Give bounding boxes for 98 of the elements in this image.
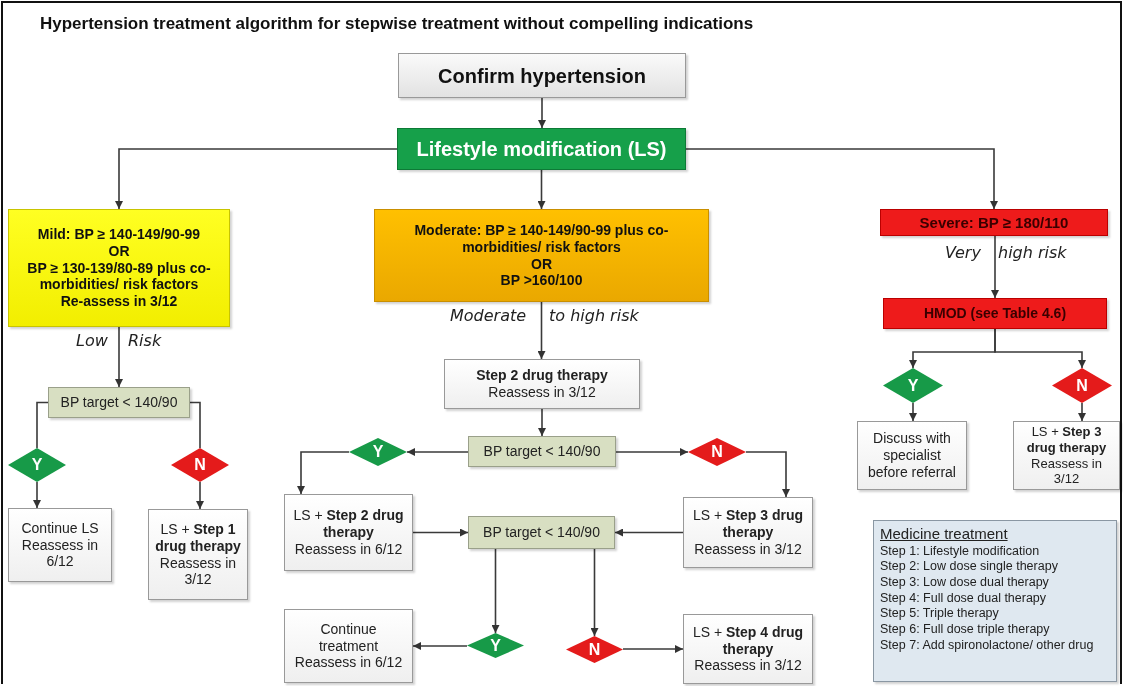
process-box	[284, 609, 413, 683]
category-box	[883, 298, 1107, 329]
box-text: LS + Step 1 drug therapy	[154, 520, 242, 555]
decision-box	[468, 516, 615, 549]
process-box	[148, 509, 248, 600]
box-text: Continue treatment	[317, 620, 380, 655]
arrow	[412, 528, 469, 537]
process-box	[857, 421, 967, 490]
arrow	[115, 148, 398, 210]
legend-item: Step 3: Low dose dual therapy	[880, 575, 1049, 591]
legend-item: Step 4: Full dose dual therapy	[880, 590, 1047, 607]
arrow	[909, 402, 917, 422]
arrow	[412, 642, 468, 650]
process-box	[398, 53, 686, 98]
box-text: BP target < 140/90	[60, 394, 178, 411]
category-box	[880, 209, 1108, 236]
arrow	[33, 481, 41, 509]
decision-label: N	[711, 442, 723, 462]
risk-label: to high risk	[549, 306, 639, 325]
arrow	[994, 328, 1086, 369]
legend-item: Step 6: Full dose triple therapy	[880, 621, 1050, 638]
connector-line	[189, 401, 201, 449]
risk-label: Moderate	[450, 306, 527, 325]
box-text: Reassess in 6/12	[294, 540, 403, 558]
box-text: Reassess in 3/12	[158, 554, 238, 589]
decision-box	[468, 436, 616, 467]
arrow	[622, 645, 684, 653]
box-text: Mild: BP ≥ 140-149/90-99	[37, 226, 201, 243]
arrow	[615, 448, 689, 456]
box-text: Severe: BP ≥ 180/110	[919, 213, 1069, 232]
process-box	[397, 128, 686, 170]
process-box	[284, 494, 413, 571]
arrow	[538, 408, 546, 437]
decision-label: N	[194, 455, 206, 475]
process-box	[683, 614, 813, 684]
box-text: LS + Step 4 drug therapy	[691, 623, 805, 658]
box-text: BP ≥ 130-139/80-89 plus co-morbidities/ risk factors	[26, 259, 212, 294]
box-text: Discuss with specialist before referral	[867, 430, 957, 481]
box-text: BP target < 140/90	[483, 443, 601, 460]
legend-item: Step 7: Add spironolactone/ other drug	[880, 637, 1094, 654]
risk-label: Very	[945, 243, 981, 262]
box-text: Reassess in 3/12	[1030, 455, 1103, 487]
risk-label: Risk	[128, 331, 162, 350]
process-box	[8, 508, 112, 582]
arrow	[537, 169, 546, 210]
box-text: Continue LS	[21, 519, 99, 537]
box-text: LS + Step 3 drug therapy	[691, 507, 805, 541]
arrow	[115, 326, 123, 388]
category-box	[374, 209, 709, 302]
legend-item: Step 1: Lifestyle modification	[880, 543, 1040, 560]
box-text: BP target < 140/90	[483, 524, 600, 541]
arrow	[590, 548, 599, 637]
arrow	[991, 235, 999, 299]
legend-item: Step 2: Low dose single therapy	[880, 559, 1058, 575]
arrow	[614, 528, 684, 537]
decision-label: N	[1076, 375, 1088, 396]
arrow	[297, 451, 350, 495]
process-box	[683, 497, 813, 568]
risk-label: high risk	[998, 243, 1067, 262]
decision-label: Y	[372, 442, 384, 462]
arrow	[745, 451, 790, 498]
arrow	[406, 448, 469, 456]
arrow	[196, 481, 204, 510]
process-box	[1013, 421, 1120, 490]
box-text: Step 2 drug therapy	[476, 367, 608, 384]
box-text: Reassess in 6/12	[20, 536, 100, 571]
box-text: OR	[531, 255, 552, 273]
box-text: Reassess in 3/12	[694, 540, 802, 558]
box-text: BP >160/100	[500, 272, 583, 290]
arrow	[538, 97, 546, 129]
box-text: Reassess in 3/12	[694, 657, 802, 675]
arrow	[1078, 402, 1086, 422]
decision-label: N	[588, 639, 601, 660]
box-text: Re-assess in 3/12	[60, 293, 178, 310]
box-text: Reassess in 6/12	[294, 654, 403, 672]
box-text: Confirm hypertension	[438, 63, 646, 88]
legend-item: Step 5: Triple therapy	[880, 606, 999, 622]
box-text: HMOD (see Table 4.6)	[923, 305, 1067, 322]
risk-label: Low	[76, 331, 108, 350]
decision-box	[48, 387, 190, 418]
process-box	[444, 359, 640, 409]
box-text: Reassess in 3/12	[488, 384, 596, 401]
connector-line	[36, 401, 49, 449]
box-text: Lifestyle modification (LS)	[416, 137, 667, 161]
category-box	[8, 209, 230, 327]
decision-label: Y	[31, 455, 43, 475]
box-text: Moderate: BP ≥ 140-149/90-99 plus co-morbidities/ risk factors	[413, 221, 670, 256]
box-text: OR	[108, 242, 130, 260]
title: Hypertension treatment algorithm for stepwise treatment without compelling indications	[40, 14, 754, 34]
decision-label: Y	[490, 635, 501, 656]
arrow	[491, 548, 500, 634]
box-text: LS + Step 2 drug therapy	[292, 507, 405, 541]
decision-label: Y	[907, 375, 919, 396]
legend-box	[873, 520, 1117, 682]
legend-heading: Medicine treatment	[880, 525, 1008, 544]
arrow	[685, 148, 998, 210]
box-text: LS + Step 3 drug therapy	[1025, 424, 1108, 456]
arrow	[537, 301, 546, 360]
